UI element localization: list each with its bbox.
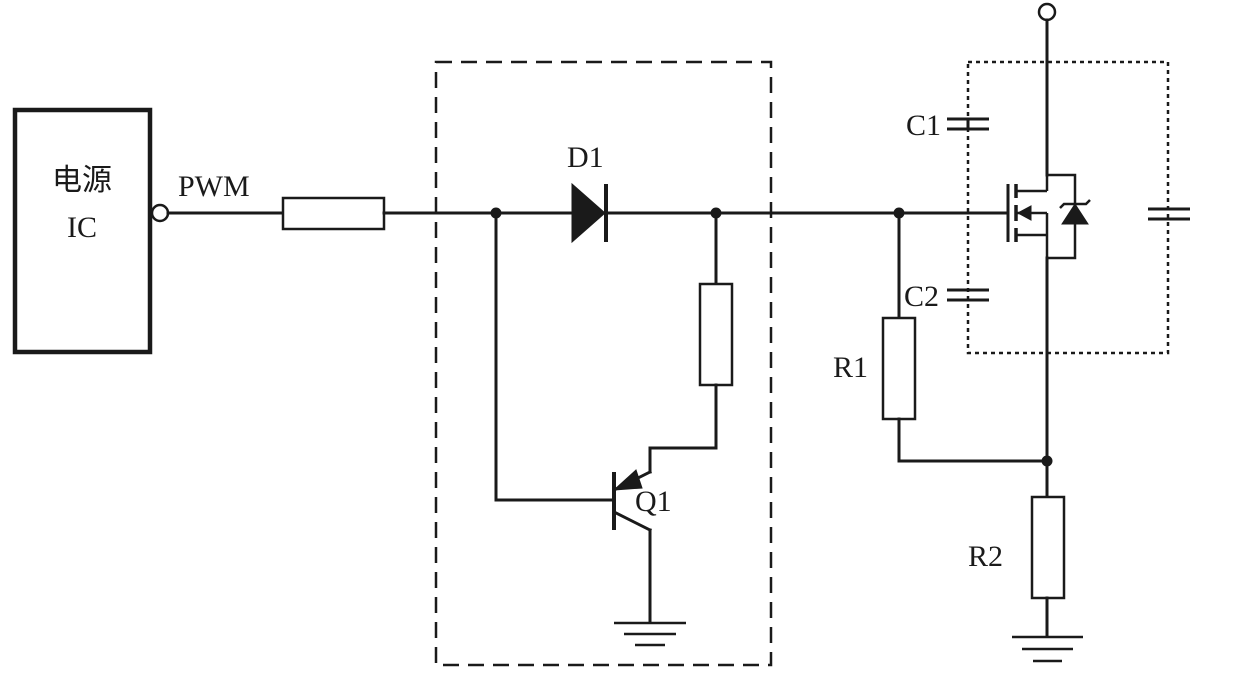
power-ic-box (12, 107, 153, 355)
power-ic-label-line1: 电源 (52, 163, 112, 198)
wire-collector (648, 383, 718, 474)
supply-terminal-icon (1037, 2, 1057, 22)
mosfet (1006, 173, 1091, 260)
capacitor-c1 (947, 117, 989, 131)
pwm-label: PWM (178, 170, 250, 203)
gate-resistor (281, 196, 386, 231)
q1-emitter-arrow-icon (612, 469, 643, 491)
wire-r1-bottom (897, 417, 1049, 463)
d1-label: D1 (567, 141, 604, 174)
mosfet-arrow-icon (1016, 205, 1032, 221)
capacitor-drain-source (1148, 207, 1190, 221)
power-ic-label-line2: IC (67, 211, 97, 244)
pwm-terminal-icon (150, 203, 170, 223)
transistor-q1 (611, 469, 653, 533)
collector-resistor (698, 282, 734, 387)
r2-label: R2 (968, 540, 1003, 573)
mosfet-package-boundary (966, 60, 1170, 355)
resistor-r2 (1030, 495, 1066, 600)
c2-label: C2 (904, 280, 939, 313)
power-ic: 电源 IC (12, 107, 153, 355)
wire-q1-base (494, 211, 616, 502)
diode-d1-triangle (571, 182, 606, 244)
capacitor-c2 (947, 288, 989, 302)
ground-icon (1012, 635, 1083, 663)
body-diode-icon (1061, 203, 1089, 225)
driver-circuit-boundary (434, 60, 773, 667)
ground-icon (614, 621, 686, 647)
diode-d1 (571, 182, 608, 244)
c1-label: C1 (906, 109, 941, 142)
r1-label: R1 (833, 351, 868, 384)
resistor-r1 (881, 316, 917, 421)
q1-collector-lead (611, 509, 653, 533)
q1-label: Q1 (635, 485, 672, 518)
